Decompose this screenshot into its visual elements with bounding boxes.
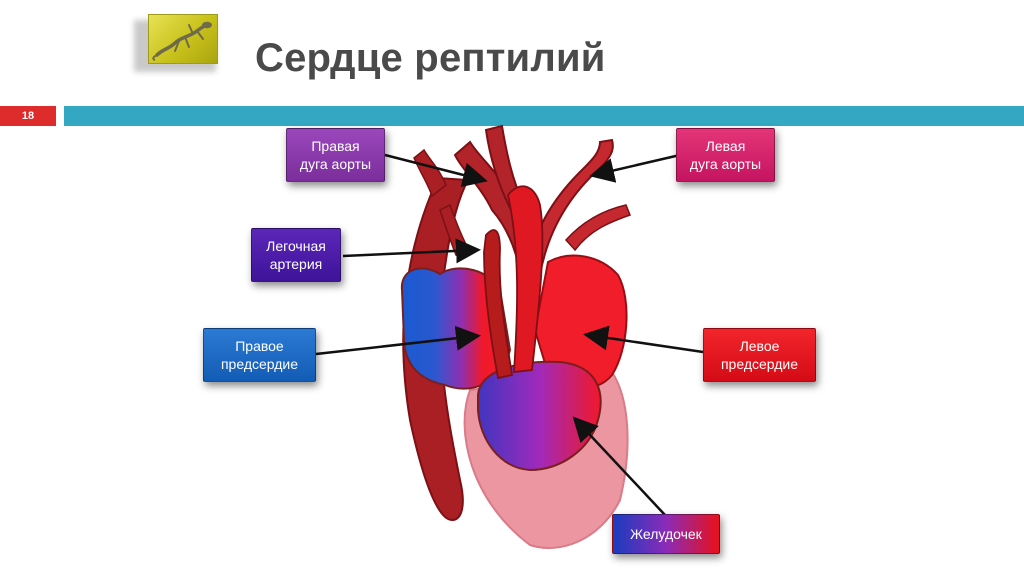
- label-left-atrium-text: Левое предсердие: [720, 338, 799, 372]
- label-right-atrium: Правое предсердие: [203, 328, 316, 382]
- label-left-atrium: Левое предсердие: [703, 328, 816, 382]
- left-aortic-arch-branch: [564, 204, 631, 252]
- label-left-aortic-arch: Левая дуга аорты: [676, 128, 775, 182]
- arrow-pulmonary-artery: [342, 238, 481, 264]
- label-left-aortic-arch-text: Левая дуга аорты: [689, 138, 762, 172]
- arrow-ventricle: [572, 416, 666, 516]
- label-pulmonary-artery: Легочная артерия: [251, 228, 341, 282]
- aorta-trunk: [507, 185, 544, 374]
- label-right-aortic-arch-text: Правая дуга аорты: [299, 138, 372, 172]
- arrow-right-aortic-arch: [384, 153, 488, 188]
- label-right-aortic-arch: Правая дуга аорты: [286, 128, 385, 182]
- label-pulmonary-artery-text: Легочная артерия: [266, 238, 326, 272]
- arrow-left-aortic-arch: [589, 153, 681, 183]
- page-number-badge: 18: [0, 106, 56, 126]
- pulmonary-artery-vessel: [483, 229, 514, 380]
- logo: [134, 14, 220, 72]
- title-rule-bar: [64, 106, 1024, 126]
- lizard-icon: [148, 14, 218, 64]
- page-title: Сердце рептилий: [255, 36, 606, 80]
- label-ventricle: Желудочек: [612, 514, 720, 554]
- arrow-left-atrium: [583, 325, 704, 354]
- vena-cava-branch: [413, 148, 447, 198]
- label-right-atrium-text: Правое предсердие: [220, 338, 299, 372]
- arrow-right-atrium: [315, 325, 481, 356]
- label-ventricle-text: Желудочек: [630, 526, 702, 542]
